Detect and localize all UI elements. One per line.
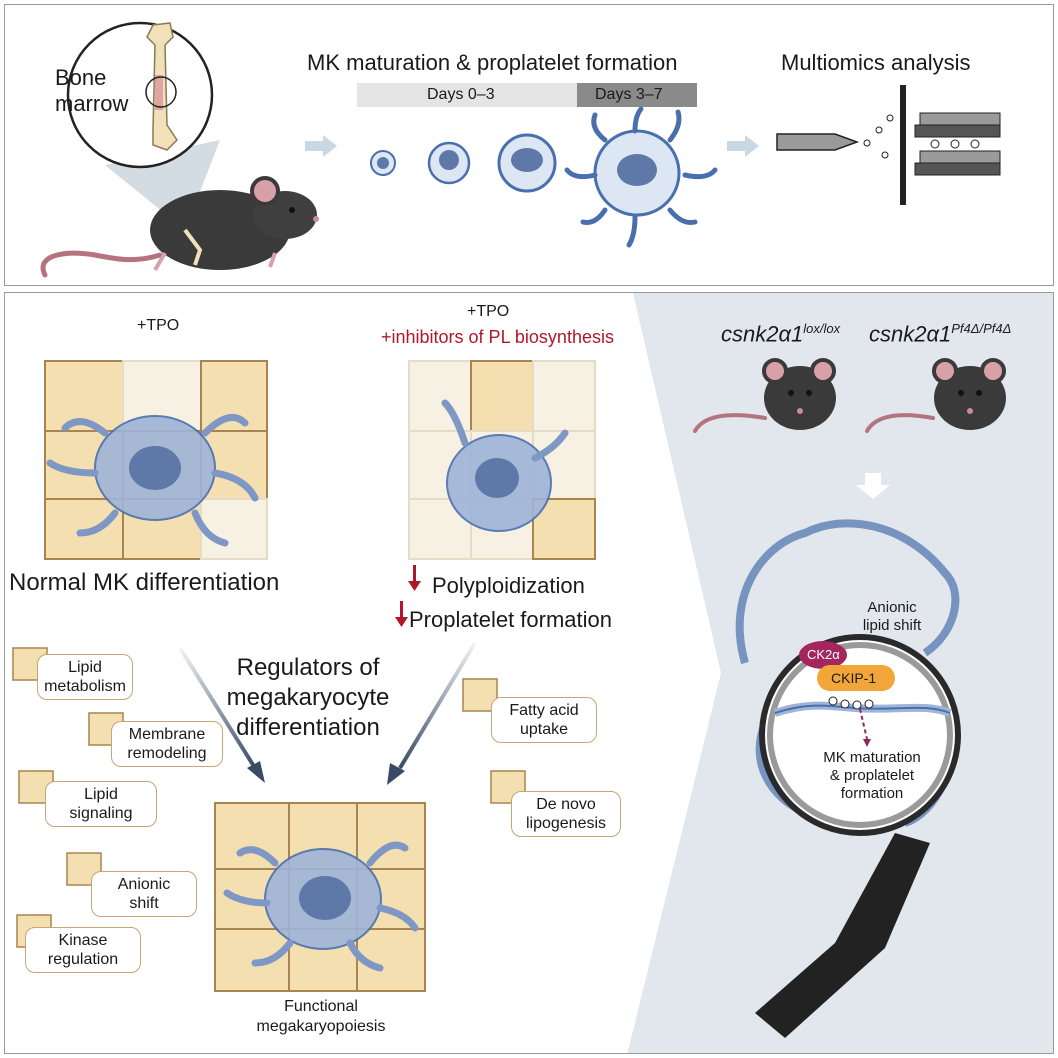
down-arrow-white: [856, 473, 890, 499]
genotype-lox: csnk2α1lox/lox: [721, 321, 841, 347]
polyploidization-label: Polyploidization: [432, 573, 585, 598]
mouse-icon: [40, 176, 319, 278]
days-early-label: Days 0–3: [427, 86, 495, 103]
mass-spec-icon: [776, 85, 1001, 205]
ckip1-blob: [817, 665, 895, 691]
timeline-late-bar: [577, 83, 697, 107]
regulators-title: Regulators of megakaryocyte differentiat…: [226, 654, 390, 741]
ck2a-blob: [799, 641, 847, 669]
normal-caption: Normal MK differentiation: [9, 569, 280, 596]
mouse-icon-pf4: [865, 358, 1006, 433]
bone-marrow-illustration: [40, 21, 1001, 278]
days-late-label: Days 3–7: [595, 86, 663, 103]
tpo-label-inhibitor: +TPO: [467, 303, 510, 320]
down-arrow-red: [395, 565, 421, 627]
bottom-illustration: [12, 293, 1053, 1053]
mk-cell-proplatelet: [564, 106, 718, 248]
mk-cell-small: [370, 150, 396, 176]
functional-caption: Functional megakaryopoiesis: [256, 998, 386, 1035]
ck2a-label: CK2α: [807, 647, 840, 662]
top-panel: Bone marrow MK maturation & proplatelet …: [4, 4, 1054, 286]
anionic-lipid-shift-label: Anionic lipid shift: [862, 599, 922, 634]
mk-cell-medium: [427, 141, 471, 185]
outcome-label: MK maturation & proplatelet formation: [823, 749, 921, 802]
puzzle-grid-inhibited: [408, 360, 596, 560]
arrow-right-2: [727, 135, 759, 157]
genotype-pf4: csnk2α1Pf4Δ/Pf4Δ: [869, 321, 1012, 347]
mk-cell-large: [497, 133, 557, 193]
ckip1-label: CKIP-1: [831, 670, 877, 686]
timeline-early-bar: [357, 83, 577, 107]
bone-marrow-label: Bone marrow: [55, 65, 129, 116]
tpo-label-normal: +TPO: [137, 317, 180, 334]
mouse-icon-lox: [693, 358, 836, 433]
bottom-panel: +TPO Normal MK differentiation +TPO +inh…: [4, 292, 1054, 1054]
magnifier-icon: [755, 634, 961, 1038]
multiomics-title: Multiomics analysis: [781, 50, 971, 75]
puzzle-grid-functional: [214, 802, 426, 992]
arrow-right-1: [305, 135, 337, 157]
proplatelet-label: Proplatelet formation: [409, 607, 612, 632]
bone-callout-circle: [66, 21, 214, 169]
puzzle-grid-normal: [44, 360, 268, 560]
inhibitor-label: +inhibitors of PL biosynthesis: [381, 327, 614, 347]
maturation-title: MK maturation & proplatelet formation: [307, 50, 678, 75]
